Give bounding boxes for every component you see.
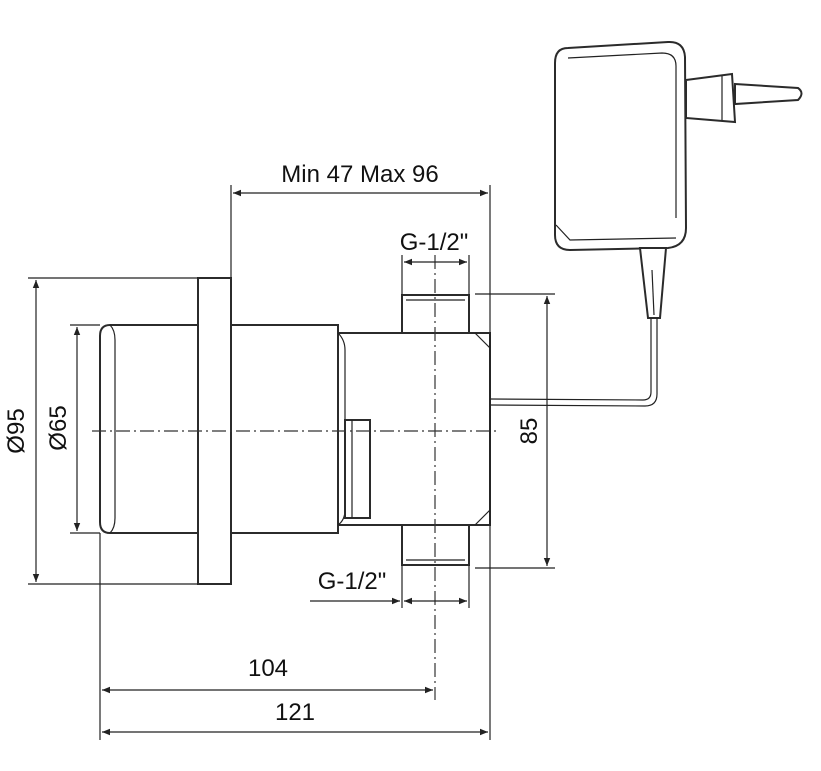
length-104-label: 104 <box>248 655 288 682</box>
body-diameter-label: Ø65 <box>45 405 72 450</box>
length-121-label: 121 <box>275 699 315 726</box>
top-thread-label: G-1/2" <box>400 229 469 256</box>
extension-lines <box>28 185 555 740</box>
dimension-lines <box>32 189 551 736</box>
height-dimension-label: 85 <box>516 418 543 445</box>
center-lines <box>92 255 500 700</box>
bottom-thread-label: G-1/2" <box>318 568 387 595</box>
flange-diameter-label: Ø95 <box>3 408 30 453</box>
power-adapter <box>489 40 803 407</box>
range-dimension-label: Min 47 Max 96 <box>281 161 438 188</box>
